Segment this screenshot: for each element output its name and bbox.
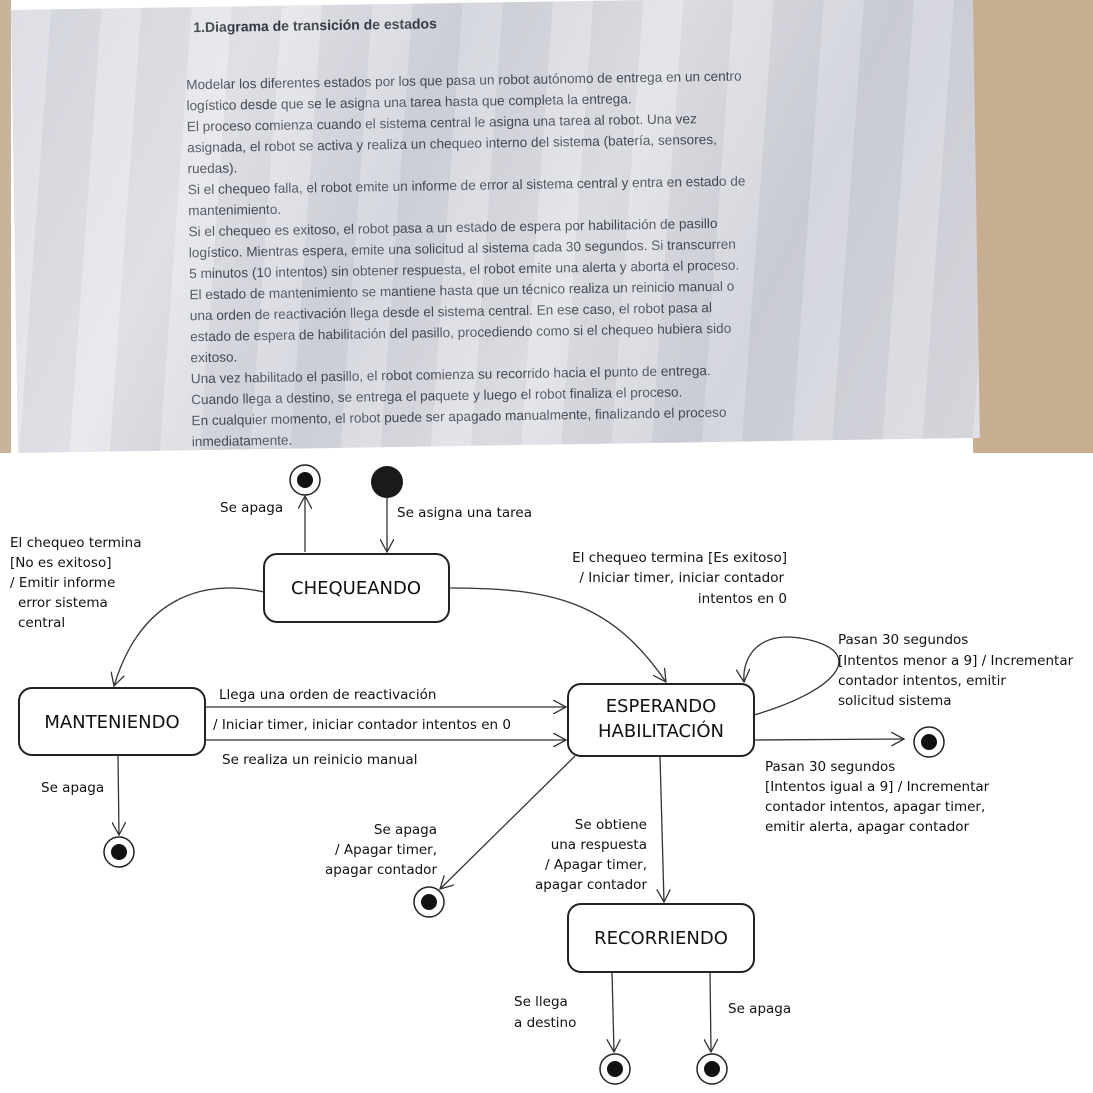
- edge-self-loop: [744, 636, 840, 716]
- final-state-arrive: [599, 1053, 631, 1085]
- label-self-loop: [Intentos menor a 9] / Incrementar: [838, 653, 1074, 669]
- edge-manteniendo-off: [118, 754, 119, 835]
- label-response: una respuesta: [551, 837, 647, 853]
- label-response: apagar contador: [535, 877, 647, 893]
- label-arrive: Se llega: [514, 994, 568, 1010]
- label-chequeando-off: Se apaga: [220, 500, 283, 516]
- edge-check-ok: [448, 587, 666, 682]
- label-timeout: emitir alerta, apagar contador: [765, 819, 970, 835]
- state-manteniendo: MANTENIENDO: [18, 687, 206, 756]
- photo-background-right: [973, 0, 1093, 453]
- label-reactivation-action: / Iniciar timer, iniciar contador intent…: [213, 717, 511, 733]
- label-esperando-off: apagar contador: [325, 862, 437, 878]
- label-manual-reset: Se realiza un reinicio manual: [222, 752, 417, 768]
- initial-state: [371, 466, 403, 498]
- edge-timeout: [753, 739, 904, 740]
- label-check-fail: error sistema: [18, 595, 108, 611]
- edge-esperando-off: [440, 755, 576, 889]
- label-esperando-off: Se apaga: [374, 822, 437, 838]
- state-chequeando: CHEQUEANDO: [263, 553, 450, 623]
- final-state-timeout: [913, 726, 945, 758]
- final-state-recorriendo-off: [696, 1053, 728, 1085]
- edge-arrive: [612, 971, 614, 1052]
- label-reactivation: Llega una orden de reactivación: [219, 687, 436, 703]
- state-esperando-habilitacion: ESPERANDO HABILITACIÓN: [567, 683, 755, 757]
- label-check-ok: intentos en 0: [698, 591, 787, 607]
- photo-background-left: [0, 0, 11, 453]
- state-label: CHEQUEANDO: [291, 578, 421, 599]
- label-check-fail: central: [18, 615, 65, 631]
- label-timeout: contador intentos, apagar timer,: [765, 799, 985, 815]
- state-label: MANTENIENDO: [44, 712, 179, 733]
- final-state-top: [289, 464, 321, 496]
- label-check-fail: / Emitir informe: [10, 575, 115, 591]
- edge-response: [660, 755, 664, 902]
- label-check-fail: [No es exitoso]: [10, 555, 111, 571]
- label-check-fail: El chequeo termina: [10, 535, 141, 551]
- label-self-loop: Pasan 30 segundos: [838, 632, 968, 648]
- final-state-esperando-off: [413, 886, 445, 918]
- label-esperando-off: / Apagar timer,: [335, 842, 437, 858]
- label-check-ok: El chequeo termina [Es exitoso]: [572, 550, 787, 566]
- state-recorriendo: RECORRIENDO: [567, 903, 755, 973]
- label-manteniendo-off: Se apaga: [41, 780, 104, 796]
- label-timeout: Pasan 30 segundos: [765, 759, 895, 775]
- label-recorriendo-off: Se apaga: [728, 1001, 791, 1017]
- label-check-ok: / Iniciar timer, iniciar contador: [579, 570, 784, 586]
- label-timeout: [Intentos igual a 9] / Incrementar: [765, 779, 990, 795]
- label-self-loop: solicitud sistema: [838, 693, 952, 709]
- final-state-manteniendo: [103, 836, 135, 868]
- label-initial: Se asigna una tarea: [397, 505, 532, 521]
- state-label: RECORRIENDO: [594, 928, 728, 949]
- edge-recorriendo-off: [710, 971, 711, 1052]
- edge-check-fail: [114, 587, 265, 686]
- label-self-loop: contador intentos, emitir: [838, 673, 1006, 689]
- label-arrive: a destino: [514, 1015, 576, 1031]
- state-label: HABILITACIÓN: [598, 720, 724, 742]
- state-label: ESPERANDO: [606, 696, 717, 717]
- label-response: Se obtiene: [575, 817, 647, 833]
- label-response: / Apagar timer,: [545, 857, 647, 873]
